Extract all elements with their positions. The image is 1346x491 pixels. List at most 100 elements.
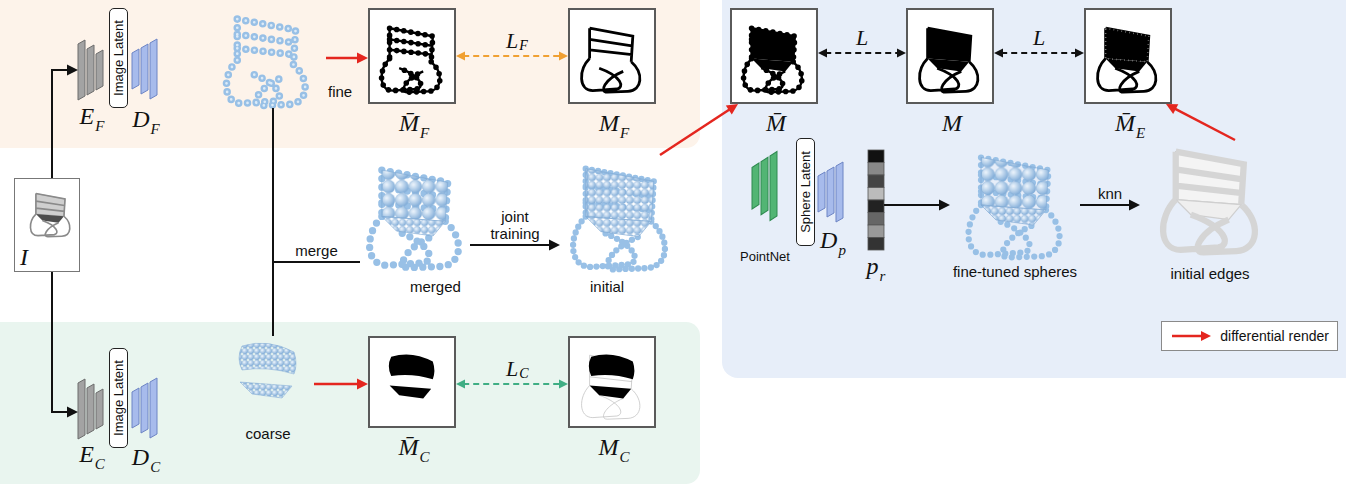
subscript-label: F (420, 125, 429, 141)
subscript-label: C (519, 367, 528, 381)
arrowhead (549, 240, 560, 251)
sphere-render: initial (560, 155, 680, 275)
legend-arrow-line (1172, 335, 1202, 338)
sphere-render: fine-tuned spheres (950, 145, 1080, 260)
arrowhead (818, 49, 827, 58)
arrowhead (1166, 104, 1178, 114)
node-caption: EF (80, 104, 105, 128)
decoder: DF (132, 35, 160, 103)
connector (326, 53, 368, 64)
sphere-render: coarse (222, 336, 314, 424)
rotated-label: Sphere Latent (798, 151, 812, 233)
edge-label: L (1033, 25, 1045, 50)
connector (994, 49, 1084, 58)
subscript-label: F (519, 39, 528, 53)
main-label: M (598, 434, 618, 460)
main-label: D (132, 106, 149, 132)
edge-label: L (856, 25, 868, 50)
main-label: merged (410, 278, 461, 295)
mask-box: MC (568, 336, 656, 428)
mask-box: MF (568, 8, 656, 104)
connector (884, 200, 950, 211)
main-label: initial (590, 278, 624, 295)
connector (1166, 104, 1235, 140)
connector (456, 380, 568, 389)
node-caption: EC (79, 442, 105, 466)
mask-box: M̄F (368, 8, 456, 104)
connector-line (660, 109, 731, 155)
subscript-label: F (95, 118, 104, 134)
connector-line (52, 70, 69, 178)
connector-line (273, 262, 360, 336)
arrowhead (939, 200, 950, 211)
node-caption: M̄ (766, 111, 786, 135)
subscript-label: p (838, 242, 846, 258)
arrowhead (357, 379, 368, 390)
latent-box: Image Latent (109, 8, 128, 108)
subscript-label: r (880, 268, 886, 284)
edge-label: L (506, 356, 518, 381)
main-label: M̄ (399, 110, 419, 136)
connector-line (52, 272, 69, 412)
node-caption: fine (328, 84, 352, 100)
rotated-label: Image Latent (111, 360, 125, 436)
connector-line (1001, 52, 1077, 54)
encoder: EF (78, 40, 106, 100)
main-label: E (80, 103, 95, 129)
main-label: M̄ (766, 110, 786, 136)
subscript-label: C (150, 459, 160, 475)
node-caption: M̄E (1115, 111, 1145, 135)
node-caption: DC (132, 445, 160, 469)
subscript-label: F (620, 125, 629, 141)
mask-box: M (906, 8, 994, 104)
node-caption: PointNet (740, 248, 790, 264)
sphere-render: merged (360, 155, 470, 275)
arrowhead (456, 52, 465, 61)
connector-line (314, 383, 359, 386)
edge-render: initial edges (1140, 140, 1280, 258)
main-label: I (20, 244, 28, 270)
subscript-label: C (419, 449, 429, 465)
node-caption: I (20, 245, 28, 269)
main-label: M (599, 110, 619, 136)
connector (273, 108, 360, 262)
node-caption: initial edges (1170, 266, 1249, 282)
connector-line (825, 52, 899, 54)
main-label: fine-tuned spheres (953, 263, 1077, 280)
node-caption: MC (598, 435, 629, 459)
main-label: M̄ (398, 434, 418, 460)
legend-arrow-sample (1170, 330, 1212, 342)
connector (660, 104, 738, 155)
sphere-vector: pr (868, 150, 884, 250)
main-label: initial edges (1170, 265, 1249, 282)
input-image: I (14, 178, 80, 272)
subscript-label: C (95, 456, 105, 472)
connector-line (884, 204, 941, 206)
node-caption: initial (590, 279, 624, 295)
connector (273, 262, 360, 336)
arrowhead (67, 407, 78, 418)
connector (52, 272, 78, 418)
node-caption: M̄C (398, 435, 429, 459)
main-label: D (132, 444, 149, 470)
arrowhead (559, 380, 568, 389)
main-label: fine (328, 83, 352, 100)
mask-box: M̄C (368, 336, 456, 428)
pointnet-encoder: PointNet (748, 150, 782, 222)
connector (52, 65, 78, 179)
arrowhead (67, 65, 78, 76)
node-caption: M̄F (399, 111, 429, 135)
arrowhead (559, 52, 568, 61)
node-caption: merged (410, 279, 461, 295)
arrowhead (357, 53, 368, 64)
connector-line (463, 55, 561, 57)
decoder: DC (132, 375, 160, 441)
node-caption: pr (867, 254, 886, 278)
connector (314, 379, 368, 390)
node-caption: fine-tuned spheres (953, 264, 1077, 280)
main-label: M (942, 110, 962, 136)
arrowhead (1075, 49, 1084, 58)
decoder: Dp (818, 160, 848, 224)
